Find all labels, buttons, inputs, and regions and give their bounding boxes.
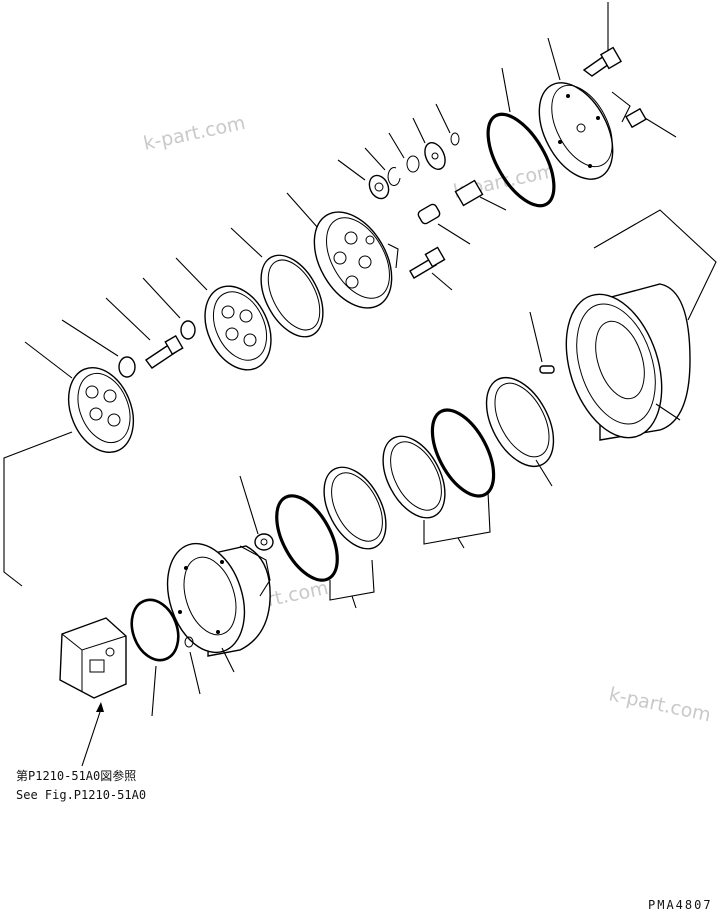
snap-ring <box>364 147 401 187</box>
o-ring-lower-right <box>430 408 496 498</box>
assembly-leader-left <box>3 431 73 587</box>
bearing-ring-lower <box>485 376 555 487</box>
spindle <box>166 542 271 673</box>
snap-ring-small <box>435 103 460 146</box>
reference-note-english: See Fig.P1210-51A0 <box>16 788 146 802</box>
figure-code: PMA4807 <box>648 898 713 912</box>
cover-bolt <box>582 2 623 77</box>
nut <box>239 475 274 551</box>
o-ring-motor <box>130 598 180 717</box>
reference-arrow <box>81 702 104 767</box>
sun-shaft <box>105 297 184 369</box>
washer <box>388 132 420 173</box>
seal-set-leader-right <box>423 491 491 545</box>
seal-set-leader-tick-right <box>457 537 465 549</box>
o-ring-lower-left <box>275 494 339 582</box>
dowel-pin <box>529 311 555 374</box>
watermark-1: k-part.com <box>141 112 247 155</box>
small-gear <box>142 277 196 340</box>
reference-note-japanese: 第P1210-51A0図参照 <box>16 768 136 783</box>
o-ring-top <box>486 67 556 208</box>
planet-carrier-upper <box>286 192 399 309</box>
floating-seal-left <box>323 466 387 550</box>
planet-carrier-middle <box>175 257 272 371</box>
bearing-small <box>337 159 390 200</box>
small-o-ring <box>184 636 201 695</box>
spacer <box>61 319 136 378</box>
planet-carrier-left <box>24 341 135 454</box>
travel-motor <box>59 617 127 699</box>
thrust-gear <box>412 117 446 170</box>
plug <box>625 107 677 138</box>
watermark-4: k-part.com <box>607 683 713 726</box>
bearing-ring-upper <box>230 227 324 338</box>
planet-gear-upper <box>417 179 507 245</box>
floating-seal-right <box>382 435 446 519</box>
hub-housing <box>565 209 717 441</box>
cover-plate <box>538 37 631 180</box>
carrier-bolt <box>409 246 453 291</box>
seal-set-leader-tick-left <box>351 595 357 609</box>
